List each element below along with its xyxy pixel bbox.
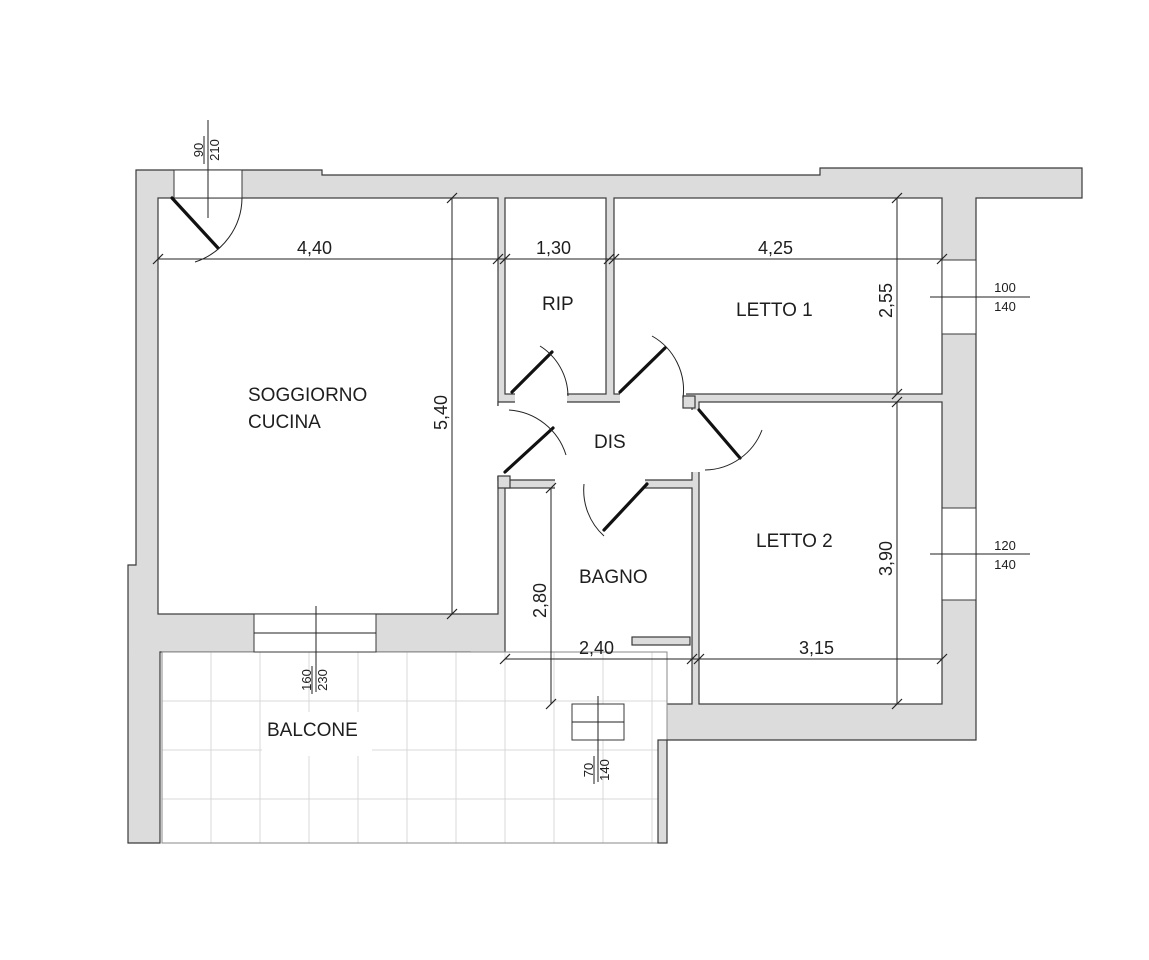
dim-letto2-depth: 3,90 — [876, 541, 896, 576]
dim-letto1-width: 4,25 — [758, 238, 793, 258]
dis-opening-rip — [515, 390, 567, 406]
soggiorno-label-2: CUCINA — [248, 412, 321, 433]
bagno-door-leaf — [602, 482, 649, 532]
soggiorno-door-swing — [508, 409, 567, 456]
letto1-window-width: 100 — [994, 280, 1016, 295]
letto1-door-swing — [651, 335, 684, 399]
balcone-floor — [162, 652, 667, 843]
balcone — [161, 651, 668, 844]
entrance-door-leaf — [170, 196, 220, 250]
dis-stub-left — [497, 475, 511, 489]
dim-soggiorno-depth: 5,40 — [431, 395, 451, 430]
rip-room — [504, 197, 607, 395]
dim-letto2-width: 3,15 — [799, 638, 834, 658]
dis-opening-bagno — [555, 476, 645, 492]
letto1-door-leaf — [618, 346, 667, 394]
soggiorno-door-leaf — [503, 426, 555, 474]
dis-stub-right — [682, 395, 696, 409]
rip-door-swing — [539, 345, 569, 397]
dim-letto1-depth: 2,55 — [876, 283, 896, 318]
bagno-fixture — [631, 636, 691, 646]
balcone-label: BALCONE — [267, 720, 358, 741]
room-labels: SOGGIORNO CUCINA RIP LETTO 1 DIS LETTO 2… — [248, 294, 833, 741]
dis-opening-left — [495, 406, 509, 476]
dis-label: DIS — [594, 432, 626, 453]
dim-soggiorno-width: 4,40 — [297, 238, 332, 258]
rooms — [157, 197, 943, 705]
dis-opening-letto1 — [620, 390, 686, 406]
letto2-window-height: 140 — [994, 557, 1016, 572]
balcony-door-height: 230 — [315, 669, 330, 691]
bagno-label: BAGNO — [579, 567, 648, 588]
balcone-parapet — [657, 739, 668, 844]
letto1-room — [613, 197, 943, 395]
doors — [170, 196, 763, 537]
entrance-door-width: 90 — [191, 143, 206, 157]
rip-door-leaf — [510, 350, 554, 394]
dimension-lines — [152, 120, 1030, 782]
dimension-labels: 4,40 1,30 4,25 3,15 2,40 5,40 2,55 3,90 … — [297, 238, 896, 658]
letto2-room — [698, 401, 943, 705]
letto2-door-swing — [704, 429, 763, 471]
soggiorno-label-1: SOGGIORNO — [248, 385, 367, 406]
dim-rip-width: 1,30 — [536, 238, 571, 258]
dim-bagno-depth: 2,80 — [530, 583, 550, 618]
entrance-door-swing — [194, 197, 243, 263]
bagno-window-height: 140 — [597, 759, 612, 781]
dis-opening-letto2 — [688, 410, 704, 472]
opening-labels: 90 210 100 140 120 140 160 230 70 140 — [191, 136, 1020, 784]
bagno-window-width: 70 — [581, 763, 596, 777]
letto2-label: LETTO 2 — [756, 531, 833, 552]
soggiorno-room — [157, 197, 499, 615]
letto2-door-leaf — [697, 408, 742, 460]
bagno-door-swing — [583, 483, 605, 537]
entrance-door-height: 210 — [207, 139, 222, 161]
letto2-window-width: 120 — [994, 538, 1016, 553]
rip-label: RIP — [542, 294, 574, 315]
dim-bagno-width: 2,40 — [579, 638, 614, 658]
letto1-label: LETTO 1 — [736, 300, 813, 321]
balcony-door-width: 160 — [299, 669, 314, 691]
balcone-label-bg — [262, 712, 372, 756]
letto1-window-height: 140 — [994, 299, 1016, 314]
